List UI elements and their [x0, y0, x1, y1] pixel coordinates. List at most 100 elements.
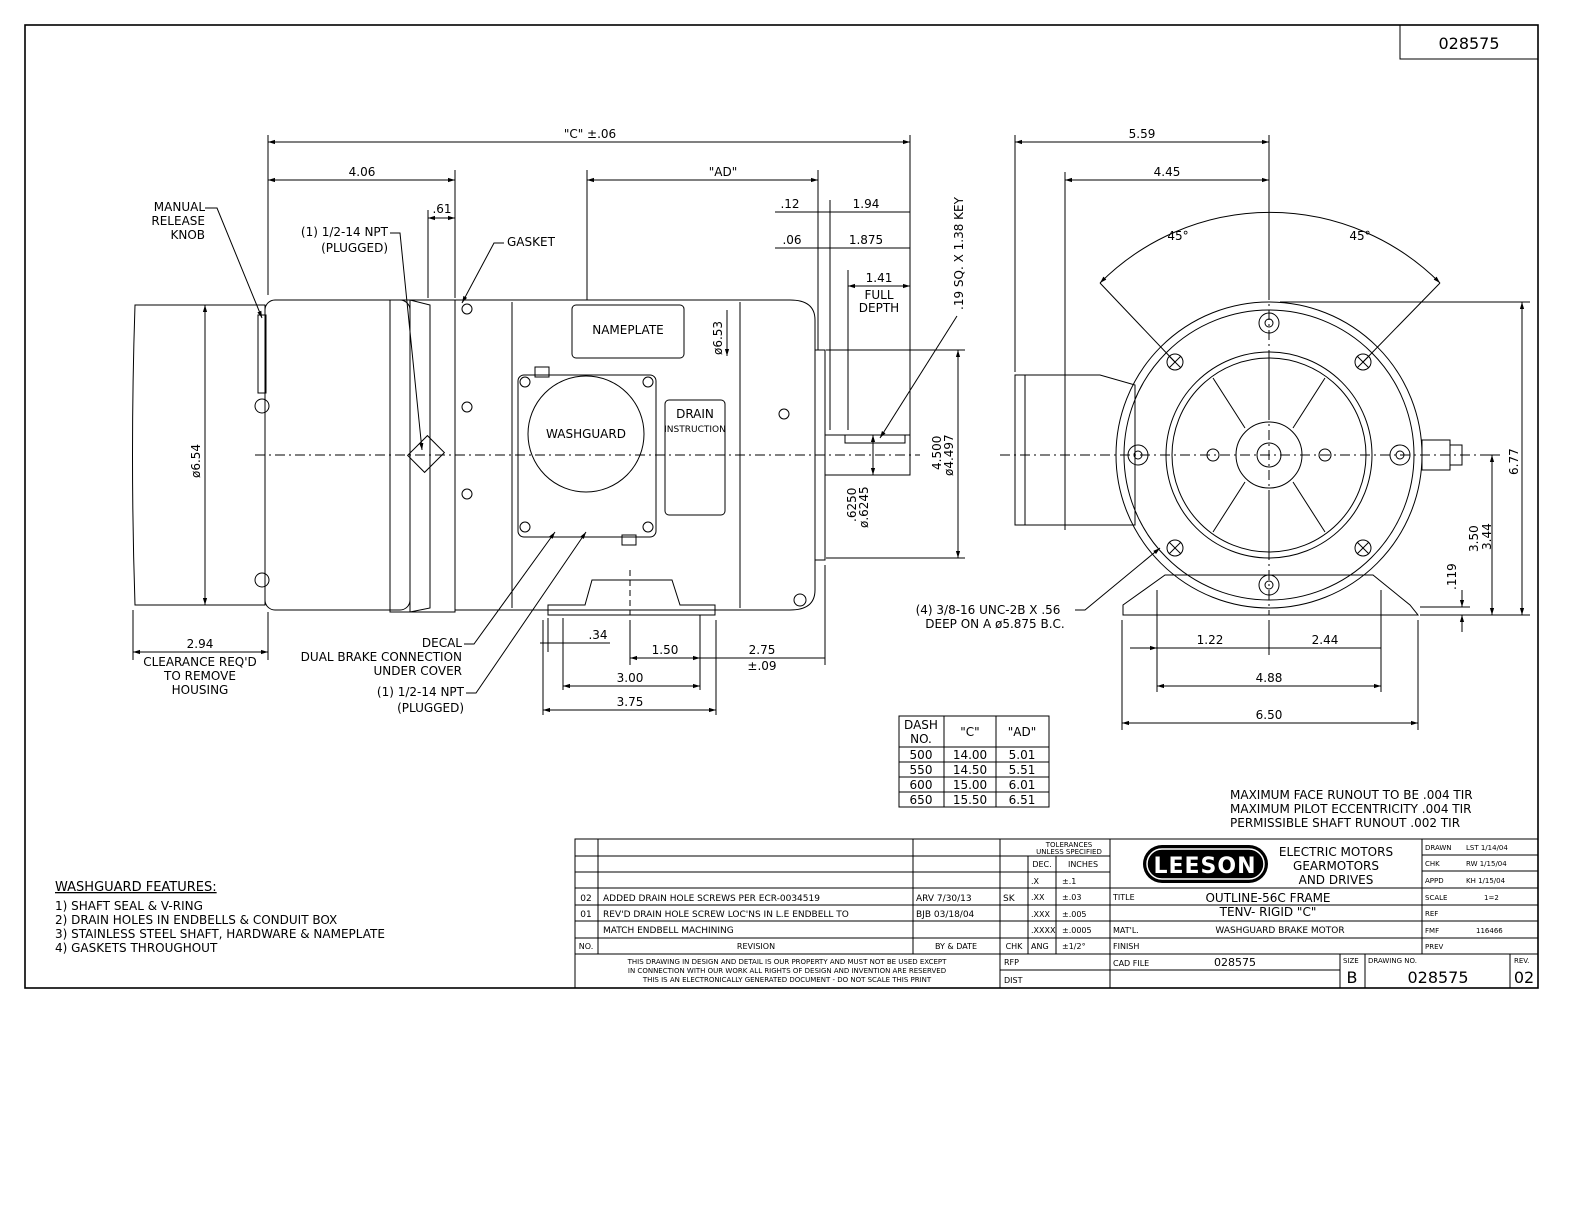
tol-cell: .XXX — [1031, 910, 1051, 919]
shaft-end — [1256, 442, 1282, 468]
dim-0-119: .119 — [1445, 563, 1459, 590]
rev-header-no: NO. — [579, 942, 594, 951]
cad-file-label: CAD FILE — [1113, 959, 1149, 968]
rev-no: 02 — [580, 894, 591, 904]
leeson-logo-text: LEESON — [1153, 854, 1256, 879]
decal-3: UNDER COVER — [374, 664, 462, 678]
brake-housing — [132, 304, 266, 606]
dash-cell: 15.50 — [953, 793, 987, 807]
dash-header-ad: "AD" — [1008, 725, 1037, 739]
manual-release-2: RELEASE — [151, 214, 205, 228]
field-value: 1=2 — [1484, 894, 1499, 902]
rev-chk: SK — [1003, 894, 1016, 904]
motor-frame — [454, 299, 816, 611]
title-line-1: OUTLINE-56C FRAME — [1205, 891, 1330, 905]
manual-release-1: MANUAL — [154, 200, 206, 214]
drawing-no-label: DRAWING NO. — [1368, 957, 1417, 965]
npt-bottom-1: (1) 1/2-14 NPT — [377, 685, 465, 699]
gasket-label: GASKET — [507, 235, 556, 249]
dim-3-44: 3.44 — [1480, 523, 1494, 550]
rev-header-revision: REVISION — [737, 942, 775, 951]
rev-text: MATCH ENDBELL MACHINING — [603, 926, 734, 936]
dash-cell: 6.01 — [1009, 778, 1036, 792]
washguard-label: WASHGUARD — [546, 427, 626, 441]
rfp-label: RFP — [1004, 958, 1019, 967]
sheet-border — [24, 24, 1539, 989]
title-label: TITLE — [1112, 893, 1135, 902]
features-title: WASHGUARD FEATURES: — [55, 880, 217, 895]
dash-cell: 15.00 — [953, 778, 987, 792]
disclaimer-line: THIS IS AN ELECTRONICALLY GENERATED DOCU… — [642, 976, 932, 984]
cad-file-value: 028575 — [1214, 956, 1256, 969]
conduit-box-side — [1014, 374, 1136, 526]
dim-2-94: 2.94 — [187, 637, 214, 651]
end-view: 45° 45° 5.59 4.45 6.77 3.50 3.44 .119 (4… — [916, 127, 1530, 730]
nameplate-label: NAMEPLATE — [592, 323, 664, 337]
angle-right: 45° — [1349, 229, 1370, 243]
dim-0-34: .34 — [588, 628, 607, 642]
drain-instruction-box — [664, 399, 726, 516]
feature-item: 2) DRAIN HOLES IN ENDBELLS & CONDUIT BOX — [55, 913, 337, 927]
dim-c: "C" ±.06 — [564, 127, 616, 141]
npt-top-1: (1) 1/2-14 NPT — [301, 225, 389, 239]
pilot-dia-2: ø4.497 — [942, 434, 956, 476]
rev-header-by: BY & DATE — [935, 942, 977, 951]
dim-5-59: 5.59 — [1129, 127, 1156, 141]
dia-6-54: ø6.54 — [189, 444, 203, 478]
dim-4-06: 4.06 — [349, 165, 376, 179]
dim-0-61: .61 — [432, 202, 451, 216]
dist-label: DIST — [1004, 976, 1023, 985]
decal-1: DECAL — [422, 636, 462, 650]
npt-bottom-2: (PLUGGED) — [397, 701, 464, 715]
drain-label-1: DRAIN — [676, 407, 714, 421]
dim-0-12: .12 — [780, 197, 799, 211]
dash-cell: 650 — [910, 793, 933, 807]
disclaimer-line: IN CONNECTION WITH OUR WORK ALL RIGHTS O… — [628, 967, 946, 975]
tol-cell: ±1/2° — [1062, 942, 1086, 951]
company-line: ELECTRIC MOTORS — [1279, 845, 1393, 859]
tol-cell: ±.0005 — [1062, 926, 1092, 935]
tol-cell: ±.005 — [1062, 910, 1087, 919]
tol-cell: ANG — [1031, 942, 1049, 951]
field-value: RW 1/15/04 — [1466, 860, 1507, 868]
field-label: SCALE — [1425, 894, 1447, 902]
pilot-dia-1: 4.500 — [930, 436, 944, 470]
dim-3-75: 3.75 — [617, 695, 644, 709]
feature-item: 3) STAINLESS STEEL SHAFT, HARDWARE & NAM… — [55, 927, 385, 941]
rev-text: ADDED DRAIN HOLE SCREWS PER ECR-0034519 — [603, 894, 820, 904]
rev-by: BJB 03/18/04 — [916, 910, 975, 920]
rev-by: ARV 7/30/13 — [916, 894, 972, 904]
drain-label-2: INSTRUCTION — [664, 425, 726, 435]
dim-6-77: 6.77 — [1507, 448, 1521, 475]
title-line-2: TENV- RIGID "C" — [1219, 905, 1317, 919]
dia-6-53: ø6.53 — [711, 321, 725, 355]
dim-1-50: 1.50 — [652, 643, 679, 657]
field-label: APPD — [1425, 877, 1444, 885]
clearance-1: CLEARANCE REQ'D — [143, 655, 257, 669]
dim-4-45: 4.45 — [1154, 165, 1181, 179]
tol-cell: .X — [1031, 877, 1040, 886]
dash-header-1b: NO. — [910, 732, 932, 746]
matl-label: MAT'L. — [1113, 926, 1139, 935]
rev-text: REV'D DRAIN HOLE SCREW LOC'NS IN L.E END… — [603, 910, 849, 920]
dash-cell: 5.01 — [1009, 748, 1036, 762]
disclaimer-line: THIS DRAWING IN DESIGN AND DETAIL IS OUR… — [627, 958, 948, 966]
bolt-note-1: (4) 3/8-16 UNC-2B X .56 — [916, 603, 1061, 617]
shaft-dia-2: ø.6245 — [857, 486, 871, 528]
key-note: .19 SQ. X 1.38 KEY — [952, 196, 966, 310]
matl-value: WASHGUARD BRAKE MOTOR — [1215, 926, 1344, 936]
dash-header-c: "C" — [960, 725, 979, 739]
company-line: AND DRIVES — [1299, 873, 1374, 887]
field-label: FMF — [1425, 927, 1439, 935]
top-drawing-number: 028575 — [1438, 34, 1499, 53]
dim-2-44: 2.44 — [1312, 633, 1339, 647]
field-value: 116466 — [1476, 927, 1503, 935]
rev-header-chk: CHK — [1006, 942, 1024, 951]
finish-label: FINISH — [1113, 942, 1139, 951]
dim-1-41: 1.41 — [866, 271, 893, 285]
mounting-foot — [547, 579, 716, 616]
angle-left: 45° — [1167, 229, 1188, 243]
dim-1-94: 1.94 — [853, 197, 880, 211]
title-block: 02 ADDED DRAIN HOLE SCREWS PER ECR-00345… — [574, 838, 1539, 989]
dim-3-00: 3.00 — [617, 671, 644, 685]
